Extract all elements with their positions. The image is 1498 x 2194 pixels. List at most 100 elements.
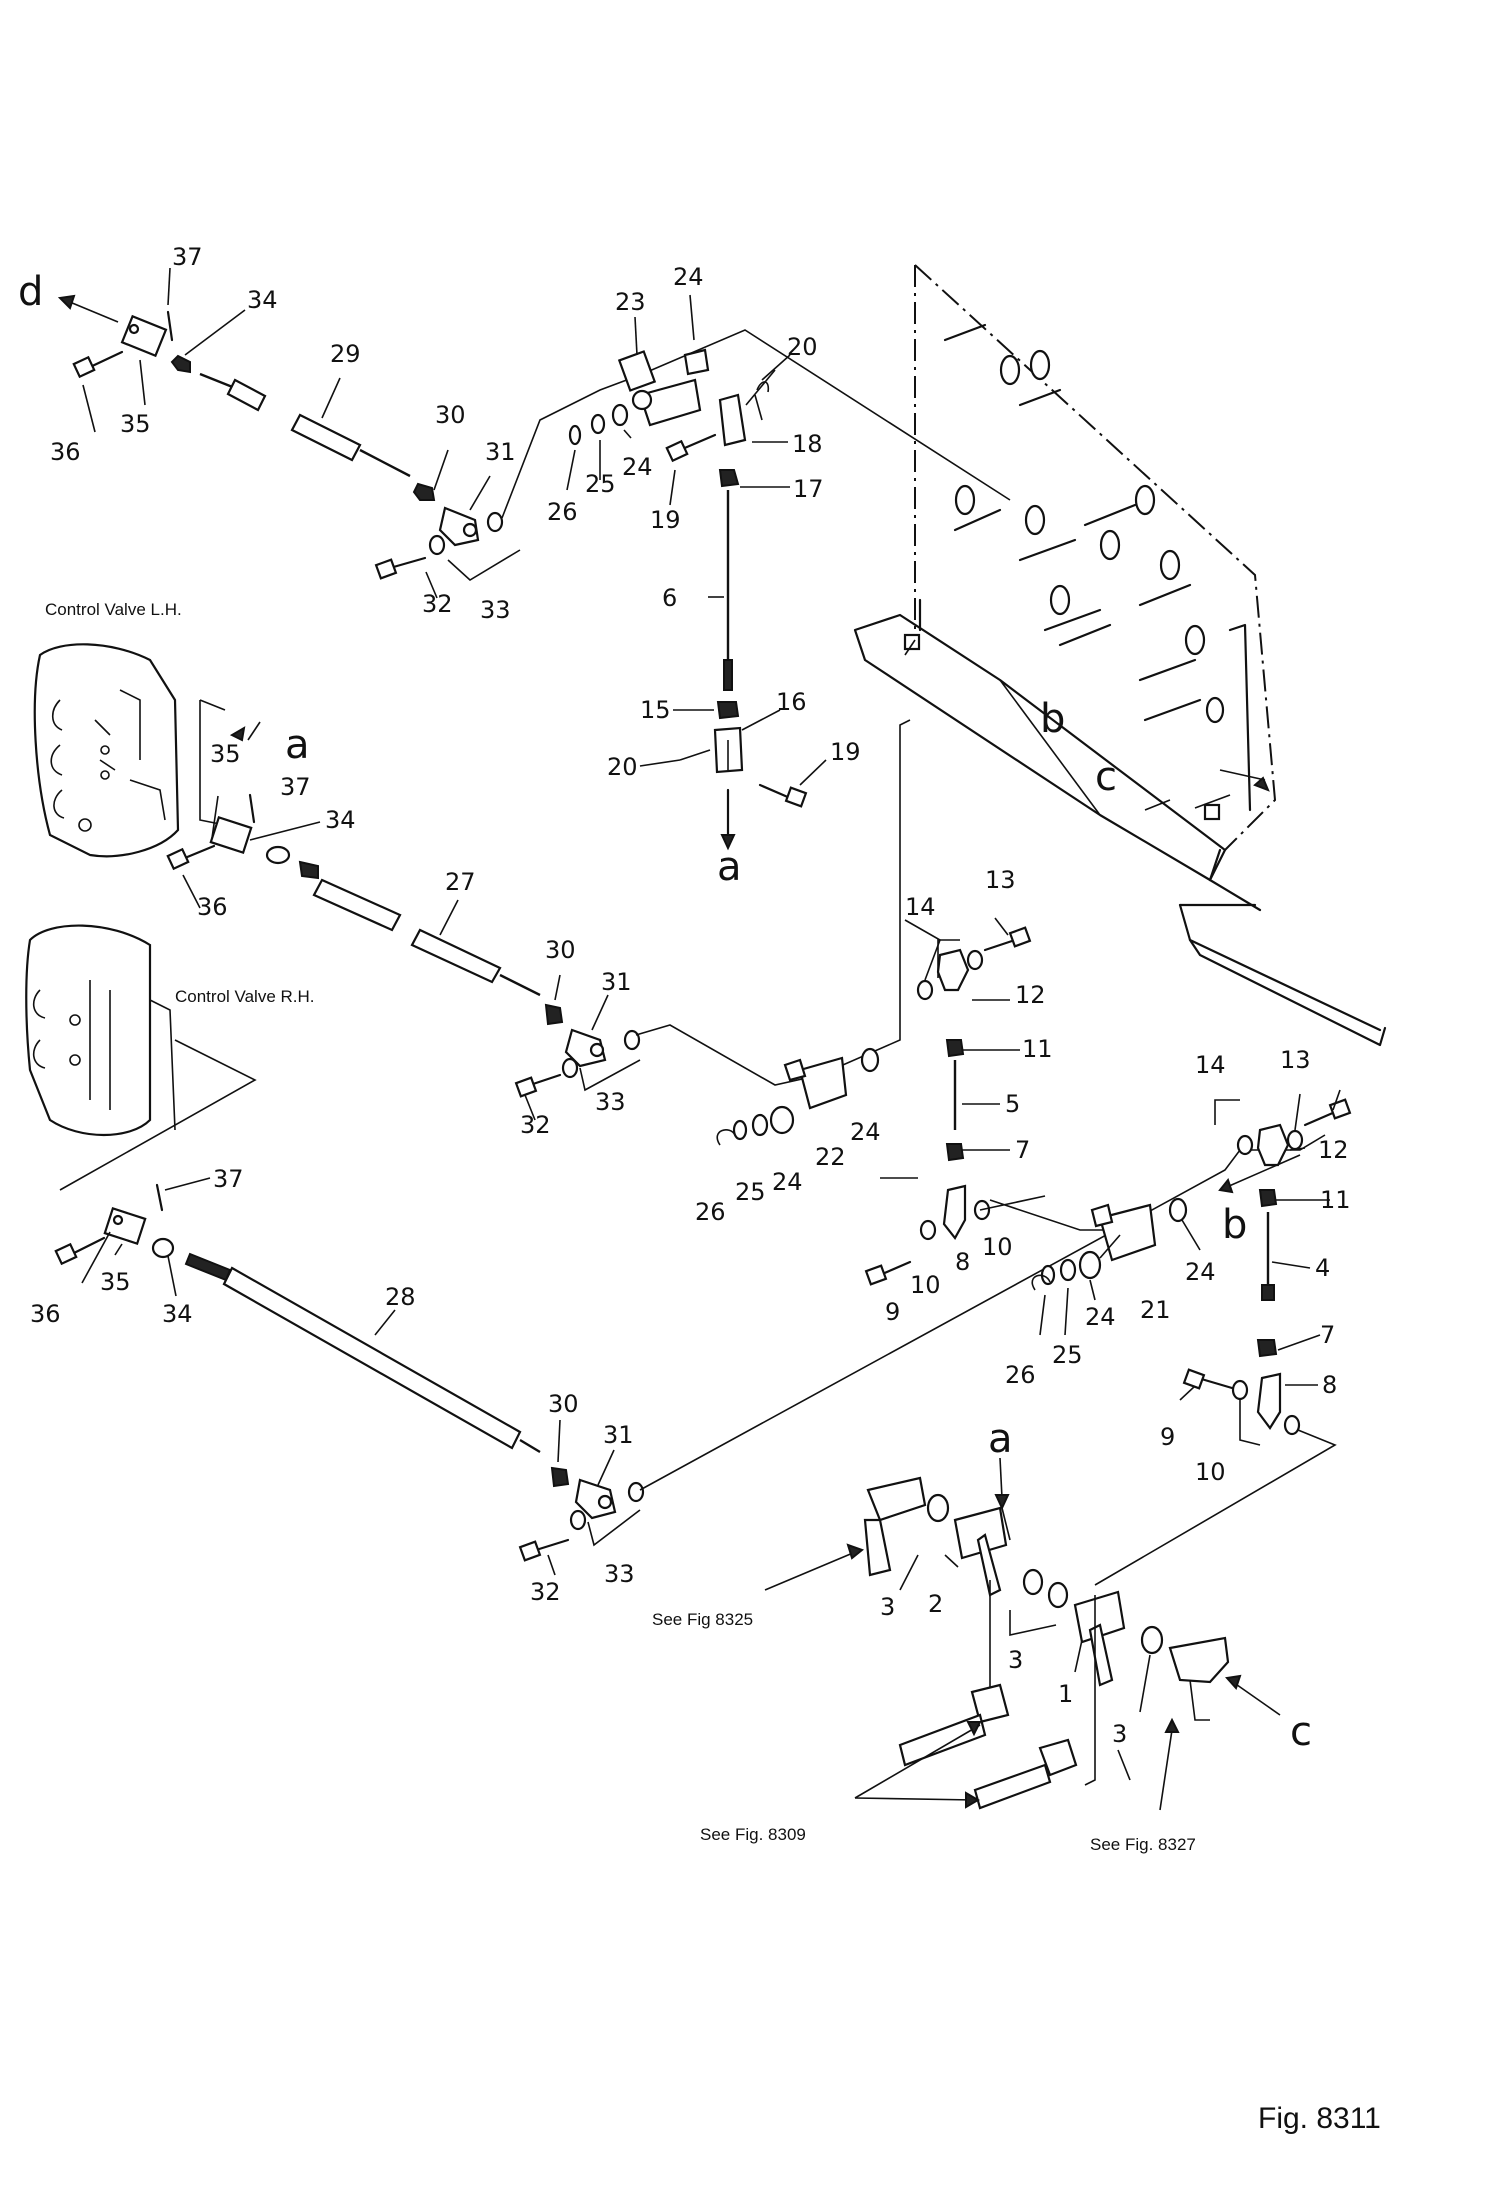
callout-number: 36 [197,893,228,921]
lever-21-assembly [1031,1098,1352,1586]
callout-number: 35 [100,1268,131,1296]
control-valve-rh [25,924,257,1191]
callout-number: 1 [1058,1680,1073,1708]
rod-5-assembly [864,926,1130,1286]
callout-number: 25 [1052,1341,1083,1369]
callout-number: 24 [772,1168,803,1196]
callout-number: 32 [530,1578,561,1606]
callout-number: 37 [280,773,311,801]
arrow-letter-b-frame: b [1040,696,1065,742]
callout-number: 2 [928,1590,943,1618]
callout-number: 20 [607,753,638,781]
callout-number: 7 [1015,1136,1030,1164]
callout-number: 24 [673,263,704,291]
rod-assembly-28 [54,1134,1326,1562]
callout-number: 3 [880,1593,895,1621]
callout-number: 13 [1280,1046,1311,1074]
callout-number: 7 [1320,1321,1335,1349]
callout-number: 10 [910,1271,941,1299]
arrow-letter-c-frame: c [1095,754,1117,800]
callout-number: 26 [547,498,578,526]
caption-see-fig-8325: See Fig 8325 [652,1610,753,1629]
callout-number: 12 [1318,1136,1349,1164]
callout-numbers: 37 34 36 35 29 30 31 32 33 26 25 24 23 2… [30,243,1351,1748]
callout-number: 3 [1008,1646,1023,1674]
arrow-letter-a-mid: a [717,844,742,890]
callout-number: 34 [325,806,356,834]
callout-number: 33 [480,596,511,624]
callout-number: 3 [1112,1720,1127,1748]
callout-number: 34 [162,1300,193,1328]
callout-number: 26 [1005,1361,1036,1389]
arrow-letter-b-right: b [1222,1202,1247,1248]
callout-number: 15 [640,696,671,724]
callout-number: 13 [985,866,1016,894]
rod-assembly-29 [72,310,504,580]
callout-number: 8 [1322,1371,1337,1399]
callout-number: 25 [735,1178,766,1206]
callout-number: 24 [850,1118,881,1146]
callout-number: 10 [982,1233,1013,1261]
callout-number: 30 [548,1390,579,1418]
callout-number: 35 [210,740,241,768]
callout-number: 37 [172,243,203,271]
arrow-letter-a-upper: a [285,722,310,768]
callout-number: 35 [120,410,151,438]
callout-number: 26 [695,1198,726,1226]
lower-shafts [863,1476,1230,1810]
callout-number: 22 [815,1143,846,1171]
callout-number: 31 [485,438,516,466]
callout-number: 30 [545,936,576,964]
callout-number: 9 [1160,1423,1175,1451]
callout-number: 17 [793,475,824,503]
callout-number: 24 [1085,1303,1116,1331]
callout-number: 24 [622,453,653,481]
callout-number: 5 [1005,1090,1020,1118]
callout-number: 12 [1015,981,1046,1009]
caption-see-fig-8327: See Fig. 8327 [1090,1835,1196,1854]
callout-number: 18 [792,430,823,458]
arrow-letter-c-lower: c [1290,1709,1312,1755]
figure-number: Fig. 8311 [1258,2102,1381,2135]
callout-number: 31 [601,968,632,996]
callout-number: 19 [650,506,681,534]
callout-number: 21 [1140,1296,1171,1324]
callout-number: 32 [422,590,453,618]
callout-number: 29 [330,340,361,368]
callout-number: 37 [213,1165,244,1193]
callout-number: 6 [662,584,677,612]
callout-number: 8 [955,1248,970,1276]
callout-number: 27 [445,868,476,896]
callout-number: 34 [247,286,278,314]
caption-see-fig-8309: See Fig. 8309 [700,1825,806,1844]
callout-number: 20 [787,333,818,361]
callout-number: 23 [615,288,646,316]
callout-number: 24 [1185,1258,1216,1286]
callout-number: 36 [50,438,81,466]
callout-number: 4 [1315,1254,1330,1282]
rod-assembly-27 [166,719,911,1146]
callout-number: 32 [520,1111,551,1139]
callout-number: 9 [885,1298,900,1326]
control-valve-lh [33,643,226,858]
callout-number: 19 [830,738,861,766]
callout-number: 28 [385,1283,416,1311]
callout-number: 33 [604,1560,635,1588]
caption-control-valve-lh: Control Valve L.H. [45,600,182,619]
leader-lines [57,267,1341,1811]
callout-number: 31 [603,1421,634,1449]
callout-number: 25 [585,470,616,498]
callout-number: 33 [595,1088,626,1116]
callout-number: 16 [776,688,807,716]
callout-number: 14 [1195,1051,1226,1079]
arrow-letter-d: d [18,269,43,315]
callout-number: 36 [30,1300,61,1328]
callout-number: 14 [905,893,936,921]
callout-number: 11 [1320,1186,1351,1214]
callout-number: 30 [435,401,466,429]
callout-number: 11 [1022,1035,1053,1063]
lever-23-assembly [501,329,1011,851]
caption-control-valve-rh: Control Valve R.H. [175,987,315,1006]
